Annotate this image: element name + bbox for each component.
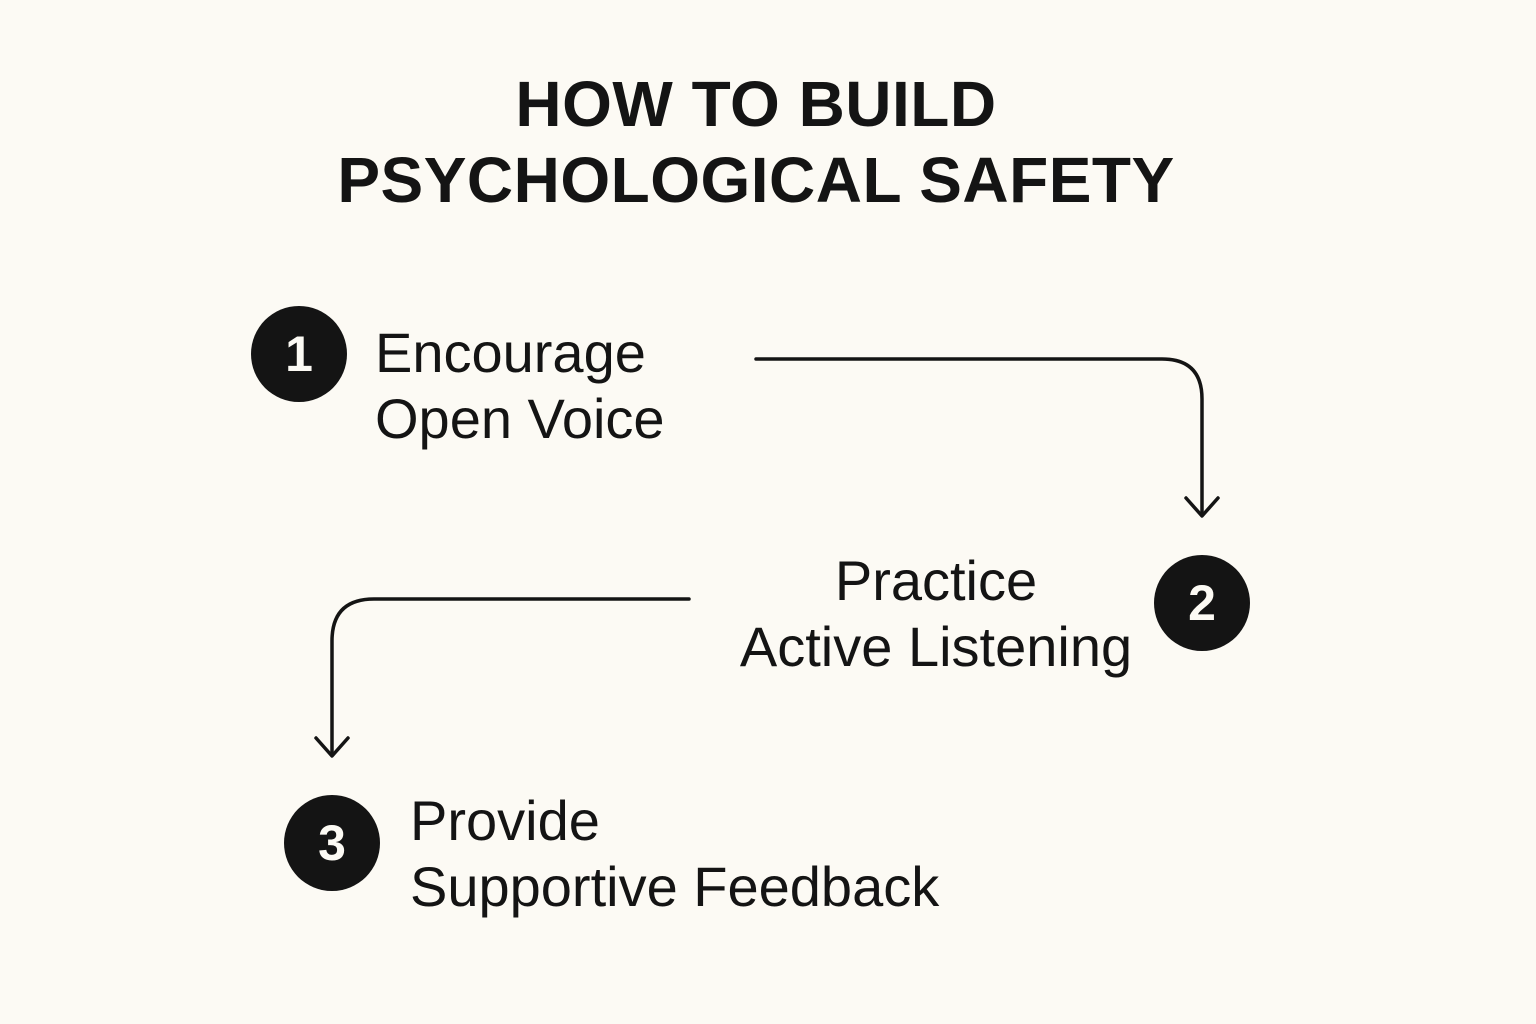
step-2-line-1: Practice (834, 549, 1038, 612)
step-1-label: Encourage Open Voice (375, 320, 665, 452)
step-1-number-badge: 1 (251, 306, 347, 402)
arrowhead-step2 (1184, 496, 1220, 518)
arrowhead-step3 (314, 736, 350, 758)
step-2-label: Practice Active Listening (708, 548, 1164, 680)
diagram-title: HOW TO BUILD PSYCHOLOGICAL SAFETY (0, 66, 1512, 218)
step-1-line-1: Encourage (375, 321, 646, 384)
title-line-1: HOW TO BUILD (515, 68, 997, 140)
arrow-step1-to-step2 (754, 357, 1204, 516)
step-3-line-1: Provide (410, 789, 600, 852)
step-1-line-2: Open Voice (375, 387, 665, 450)
step-1-number: 1 (285, 326, 313, 382)
title-line-2: PSYCHOLOGICAL SAFETY (337, 144, 1175, 216)
step-2-number: 2 (1188, 575, 1216, 631)
arrow-step2-to-step3 (330, 597, 691, 756)
step-3-line-2: Supportive Feedback (410, 855, 940, 918)
step-2-number-badge: 2 (1154, 555, 1250, 651)
step-3-label: Provide Supportive Feedback (410, 788, 939, 920)
step-3-number: 3 (318, 815, 346, 871)
step-3-number-badge: 3 (284, 795, 380, 891)
step-2-line-2: Active Listening (739, 615, 1133, 678)
